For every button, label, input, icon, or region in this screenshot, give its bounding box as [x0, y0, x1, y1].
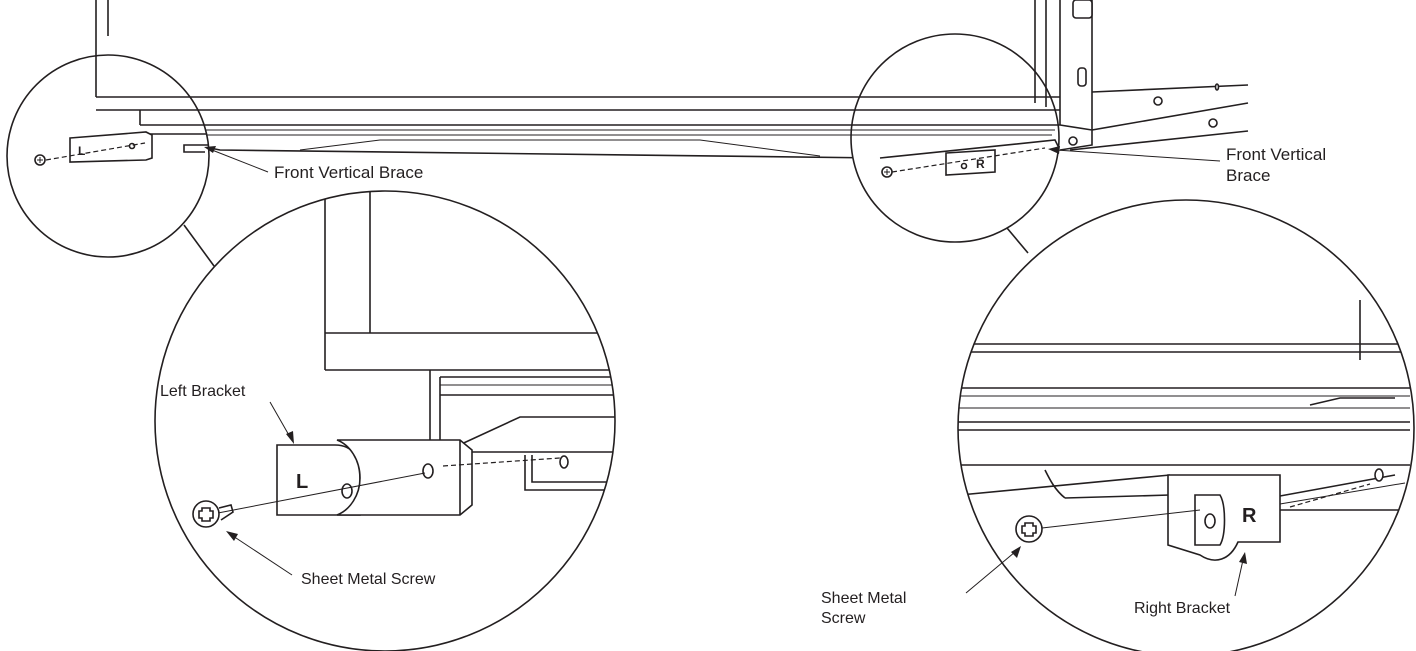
- connector-left: [183, 224, 215, 267]
- svg-text:R: R: [976, 157, 985, 171]
- leader-front-vertical-brace-right: [1055, 149, 1221, 162]
- label-right-bracket: Right Bracket: [1134, 600, 1231, 617]
- label-sheet-metal-screw-left: Sheet Metal Screw: [301, 571, 436, 588]
- label-front-vertical-brace-right-line2: Brace: [1226, 166, 1271, 185]
- svg-text:R: R: [1242, 505, 1257, 527]
- label-left-bracket: Left Bracket: [160, 383, 246, 400]
- leader-left-bracket: [269, 401, 291, 438]
- detail-circle-left-large: L: [154, 190, 616, 651]
- detail-circle-right-large: R: [957, 199, 1415, 651]
- leader-sheet-metal-screw-left: [232, 535, 293, 576]
- label-front-vertical-brace-right-line1: Front Vertical: [1226, 145, 1327, 164]
- label-sheet-metal-screw-right-line2: Screw: [821, 610, 866, 627]
- leader-front-vertical-brace-left: [211, 149, 269, 173]
- leader-right-bracket: [1234, 559, 1244, 597]
- svg-text:L: L: [78, 144, 85, 158]
- svg-text:L: L: [296, 471, 308, 493]
- cabinet-overview: [95, 0, 1249, 159]
- detail-circle-right-small: R: [850, 33, 1060, 243]
- label-sheet-metal-screw-right-line1: Sheet Metal: [821, 590, 907, 607]
- connector-right: [1006, 227, 1029, 254]
- label-front-vertical-brace-left: Front Vertical Brace: [274, 163, 424, 182]
- overview-bolts: [1068, 83, 1220, 146]
- detail-circle-left-small: L: [6, 54, 210, 258]
- leader-sheet-metal-screw-right: [965, 551, 1016, 594]
